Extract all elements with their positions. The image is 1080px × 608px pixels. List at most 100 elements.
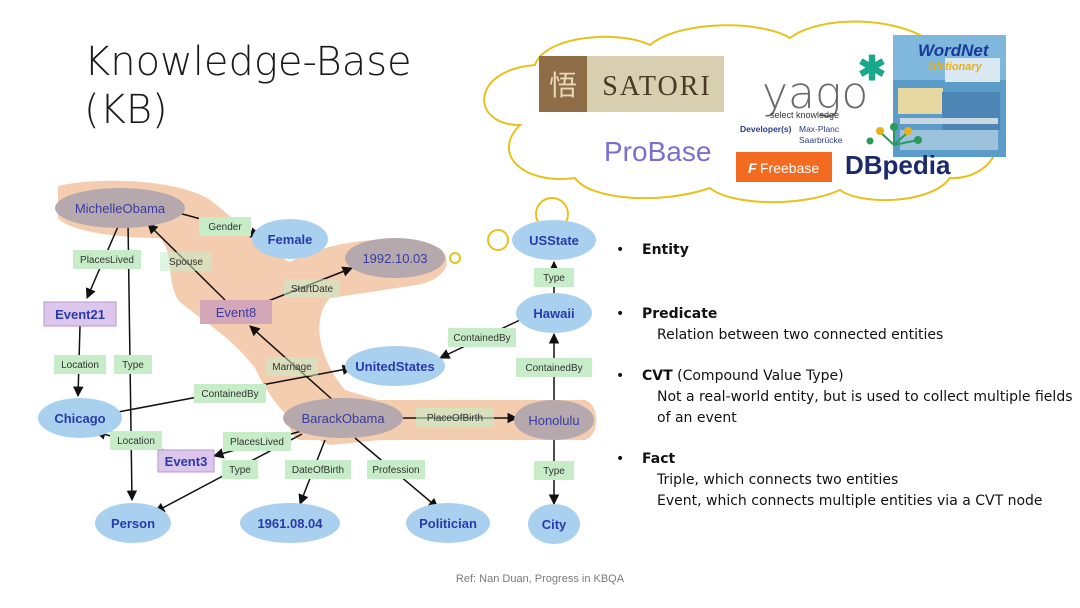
svg-text:1961.08.04: 1961.08.04 <box>257 516 323 531</box>
edge-label-startdate: StartDate <box>284 279 340 298</box>
svg-text:ContainedBy: ContainedBy <box>453 333 510 344</box>
title-line-2: (KB) <box>84 87 168 133</box>
edge-label-placeslived-1: PlacesLived <box>73 250 141 269</box>
node-1992-10-03: 1992.10.03 <box>345 238 445 278</box>
bullet-fact: • Fact Triple, which connects two entiti… <box>614 449 1074 512</box>
svg-text:Marriage: Marriage <box>272 362 312 373</box>
svg-text:ContainedBy: ContainedBy <box>201 389 258 400</box>
freebase-logo: F Freebase <box>736 152 832 182</box>
svg-text:ContainedBy: ContainedBy <box>525 363 582 374</box>
cvt-expansion: (Compound Value Type) <box>677 368 844 384</box>
title-line-1: Knowledge-Base <box>84 39 412 85</box>
fact-heading: Fact <box>642 451 676 467</box>
svg-text:Event8: Event8 <box>216 305 256 320</box>
bullet-dot-icon: • <box>616 242 625 258</box>
reference-footer: Ref: Nan Duan, Progress in KBQA <box>455 573 625 585</box>
edge-label-type-city: Type <box>534 461 574 480</box>
predicate-description: Relation between two connected entities <box>657 327 944 343</box>
svg-text:Gender: Gender <box>208 222 242 233</box>
bullet-dot-icon: • <box>616 306 625 322</box>
svg-text:Location: Location <box>117 436 155 447</box>
node-usstate: USState <box>512 220 596 260</box>
satori-wordmark: SATORI <box>602 71 712 102</box>
yago-star-icon: ✱ <box>858 50 887 88</box>
svg-text:Event3: Event3 <box>165 454 208 469</box>
svg-text:USState: USState <box>529 233 579 248</box>
fact-description-event: Event, which connects multiple entities … <box>657 493 1043 509</box>
edge-labels: Gender PlacesLived Spouse StartDate Type… <box>54 217 592 480</box>
yago-tagline: select knowledge <box>770 110 839 120</box>
edge-label-profession: Profession <box>367 460 425 479</box>
probase-logo: ProBase <box>604 136 711 167</box>
edge-label-placeofbirth: PlaceOfBirth <box>416 408 494 427</box>
svg-text:StartDate: StartDate <box>291 284 334 295</box>
svg-text:BarackObama: BarackObama <box>301 411 385 426</box>
svg-text:Person: Person <box>111 516 155 531</box>
definitions-list: • Entity • Predicate Relation between tw… <box>614 240 1074 532</box>
edge-label-type-person: Type <box>114 355 152 374</box>
yago-logo: yago ✱ select knowledge Developer(s) Max… <box>736 50 892 146</box>
svg-text:Type: Type <box>229 465 251 476</box>
edge-label-containedby-honolulu: ContainedBy <box>516 358 592 377</box>
edge-label-type-barack: Type <box>222 460 258 479</box>
thought-bubble-medium <box>487 229 509 251</box>
node-person: Person <box>95 503 171 543</box>
bullet-cvt: • CVT (Compound Value Type) Not a real-w… <box>614 366 1074 429</box>
svg-text:Type: Type <box>122 360 144 371</box>
yago-developer-value-1: Max-Planc <box>799 124 840 134</box>
node-event3: Event3 <box>157 449 215 473</box>
edge-label-location-1: Location <box>54 355 106 374</box>
node-barackobama: BarackObama <box>283 398 403 438</box>
node-hawaii: Hawaii <box>516 293 592 333</box>
bullet-dot-icon: • <box>616 368 625 384</box>
wordnet-subtitle: Dictionary <box>928 61 983 73</box>
svg-text:Type: Type <box>543 466 565 477</box>
bullet-dot-icon: • <box>616 451 625 467</box>
node-city: City <box>528 504 580 544</box>
node-honolulu: Honolulu <box>514 400 594 440</box>
node-unitedstates: UnitedStates <box>345 346 445 386</box>
node-female: Female <box>252 219 328 259</box>
node-event21: Event21 <box>43 301 117 327</box>
node-chicago: Chicago <box>38 398 122 438</box>
node-politician: Politician <box>406 503 490 543</box>
node-michelleobama: MichelleObama <box>55 188 185 228</box>
wordnet-logo: WordNet Dictionary <box>893 35 1006 157</box>
slide-title: Knowledge-Base (KB) <box>84 38 412 134</box>
edge-label-type-usstate: Type <box>534 268 574 287</box>
yago-developer-label: Developer(s) <box>740 124 792 134</box>
freebase-wordmark: Freebase <box>760 160 819 176</box>
svg-text:PlacesLived: PlacesLived <box>230 437 284 448</box>
node-1961-08-04: 1961.08.04 <box>240 503 340 543</box>
wordnet-wordmark: WordNet <box>918 41 990 60</box>
svg-text:Event21: Event21 <box>55 307 105 322</box>
cvt-heading: CVT <box>642 368 673 384</box>
svg-text:DateOfBirth: DateOfBirth <box>292 465 344 476</box>
predicate-heading: Predicate <box>642 306 718 322</box>
kb-logo-cloud: 悟 SATORI yago ✱ select knowledge Develop… <box>483 20 1006 204</box>
dbpedia-logo: DBpedia <box>845 123 951 180</box>
graph-nodes: MichelleObama Female 1992.10.03 Event8 E… <box>38 188 596 544</box>
edge-label-containedby-hawaii: ContainedBy <box>448 328 516 347</box>
cvt-description: Not a real-world entity, but is used to … <box>657 389 1073 426</box>
bullet-predicate: • Predicate Relation between two connect… <box>614 304 1074 346</box>
svg-text:Hawaii: Hawaii <box>533 306 574 321</box>
svg-text:PlacesLived: PlacesLived <box>80 255 134 266</box>
fact-description-triple: Triple, which connects two entities <box>657 472 899 488</box>
dbpedia-wordmark: DBpedia <box>845 150 951 180</box>
svg-text:Politician: Politician <box>419 516 477 531</box>
svg-text:Location: Location <box>61 360 99 371</box>
svg-text:Honolulu: Honolulu <box>528 413 579 428</box>
edge-label-containedby-chicago: ContainedBy <box>194 384 266 403</box>
edge-label-placeslived-2: PlacesLived <box>223 432 291 451</box>
yago-wordmark: yago <box>762 68 868 119</box>
edge-label-location-2: Location <box>110 431 162 450</box>
edge-label-spouse: Spouse <box>160 252 212 271</box>
svg-text:Profession: Profession <box>372 465 419 476</box>
node-event8: Event8 <box>200 300 272 324</box>
edge-label-marriage: Marriage <box>266 357 318 376</box>
svg-text:Female: Female <box>268 232 313 247</box>
bullet-entity: • Entity <box>614 240 1074 261</box>
entity-heading: Entity <box>642 242 689 258</box>
